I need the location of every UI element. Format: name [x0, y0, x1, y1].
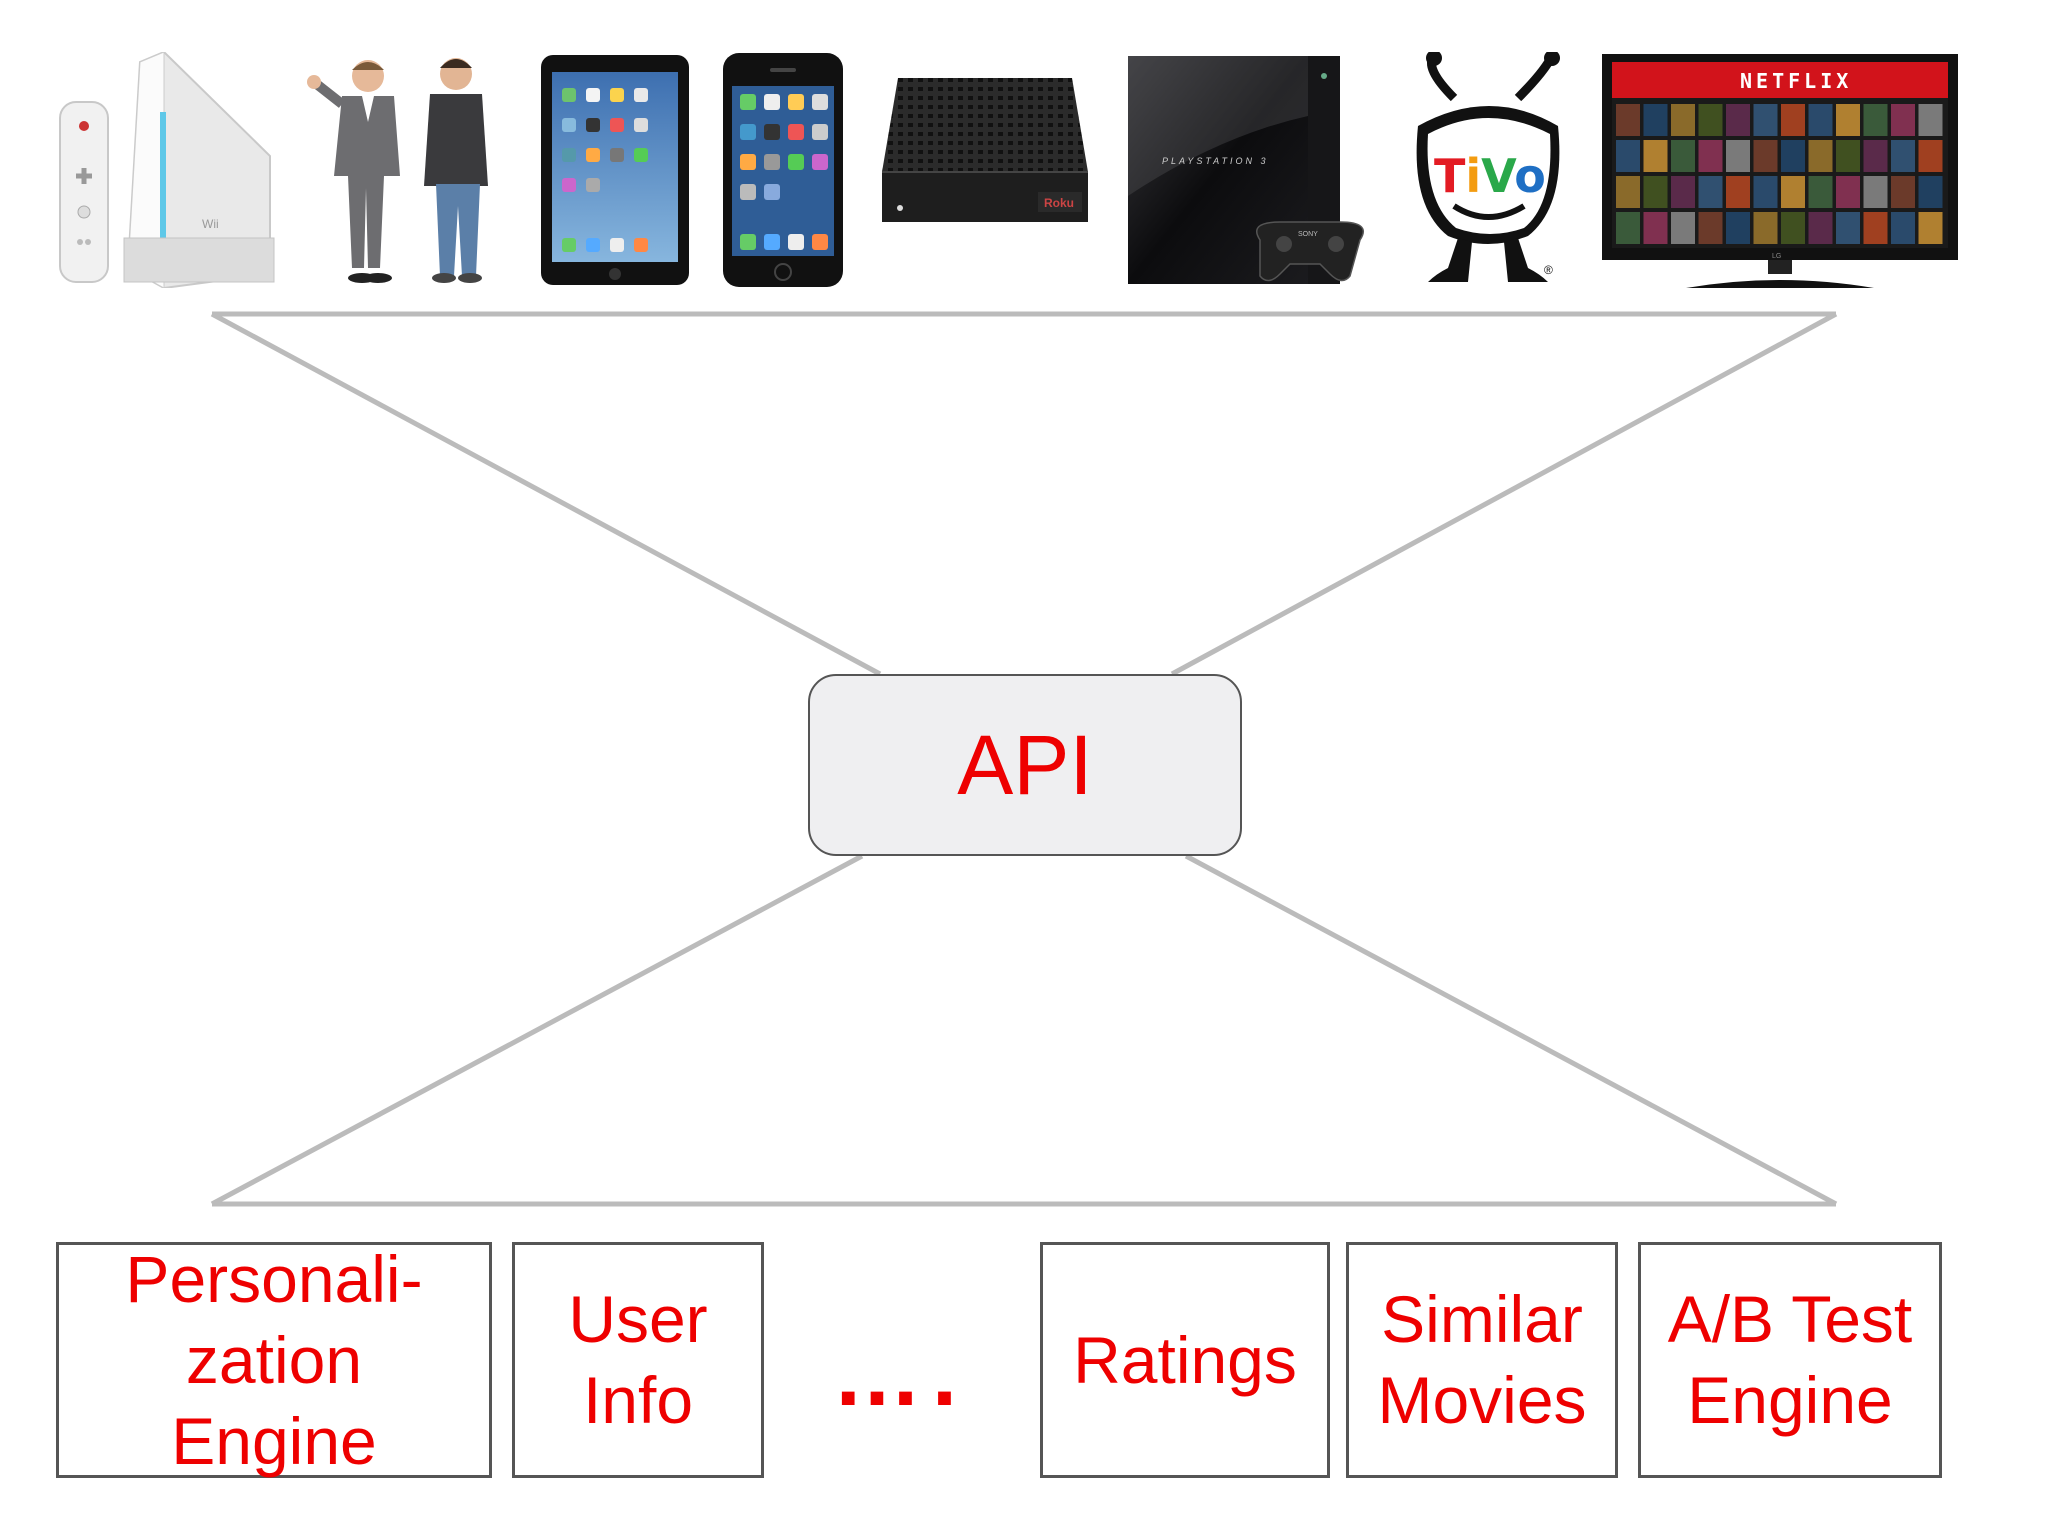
movie-poster: [1753, 104, 1778, 136]
service-label-user-info: User Info: [568, 1282, 708, 1437]
roku-box-icon: Roku: [882, 78, 1088, 222]
api-label: API: [957, 717, 1093, 812]
api-node: API: [808, 674, 1242, 856]
svg-text:TiVo: TiVo: [1434, 149, 1546, 203]
movie-poster: [1863, 176, 1888, 208]
movie-poster: [1891, 176, 1915, 208]
movie-poster: [1836, 104, 1860, 136]
movie-poster: [1808, 176, 1833, 208]
movie-poster: [1891, 104, 1915, 136]
movie-poster: [1781, 212, 1805, 244]
movie-poster: [1753, 212, 1778, 244]
movie-poster: [1863, 104, 1888, 136]
movie-poster: [1918, 176, 1943, 208]
movie-poster: [1753, 176, 1778, 208]
movie-poster: [1616, 212, 1640, 244]
movie-poster: [1836, 176, 1860, 208]
service-label-ab-test-engine: A/B Test Engine: [1667, 1282, 1913, 1437]
movie-poster: [1781, 176, 1805, 208]
movie-poster: [1808, 104, 1833, 136]
movie-poster: [1698, 212, 1723, 244]
playstation3-icon: PLAYSTATION 3 SONY: [1128, 56, 1364, 284]
svg-text:®: ®: [1544, 263, 1553, 277]
roku-text: Roku: [1044, 196, 1074, 210]
service-box-ab-test-engine: A/B Test Engine: [1638, 1242, 1942, 1478]
movie-poster: [1836, 212, 1860, 244]
movie-poster: [1643, 140, 1668, 172]
movie-poster: [1863, 140, 1888, 172]
ipad-icon: [541, 55, 689, 285]
netflix-tv-icon: NETFLIX LG: [1602, 54, 1958, 288]
wii-console-icon: Wii: [59, 52, 275, 288]
movie-poster: [1616, 140, 1640, 172]
movie-poster: [1836, 140, 1860, 172]
movie-poster: [1671, 104, 1695, 136]
service-label-similar-movies: Similar Movies: [1377, 1282, 1587, 1437]
movie-poster: [1643, 104, 1668, 136]
movie-poster: [1616, 176, 1640, 208]
movie-poster: [1643, 212, 1668, 244]
movie-poster: [1671, 176, 1695, 208]
movie-poster: [1918, 104, 1943, 136]
service-label-personalization-engine: Personali- zation Engine: [125, 1241, 423, 1478]
bottom-left-diagonal: [210, 853, 864, 1207]
ellipsis: ….: [832, 1325, 968, 1425]
movie-poster: [1726, 140, 1750, 172]
people-icon: [307, 58, 488, 283]
service-label-ratings: Ratings: [1073, 1322, 1297, 1397]
movie-poster: [1616, 104, 1640, 136]
movie-poster: [1726, 212, 1750, 244]
top-right-diagonal: [1170, 311, 1838, 677]
movie-poster: [1918, 140, 1943, 172]
movie-poster: [1808, 140, 1833, 172]
top-left-diagonal: [210, 311, 882, 677]
movie-poster: [1808, 212, 1833, 244]
service-box-ratings: Ratings: [1040, 1242, 1330, 1478]
movie-poster: [1891, 212, 1915, 244]
iphone-icon: [723, 53, 843, 287]
movie-poster: [1726, 104, 1750, 136]
wii-text: Wii: [202, 217, 219, 231]
movie-poster: [1671, 140, 1695, 172]
movie-poster: [1918, 212, 1943, 244]
movie-poster: [1698, 140, 1723, 172]
movie-poster: [1781, 140, 1805, 172]
movie-poster: [1698, 176, 1723, 208]
lg-text: LG: [1772, 253, 1781, 260]
movie-poster: [1753, 140, 1778, 172]
movie-poster: [1863, 212, 1888, 244]
sony-text: SONY: [1298, 231, 1318, 238]
tivo-logo-icon: TiVo ®: [1416, 52, 1560, 282]
service-box-user-info: User Info: [512, 1242, 764, 1478]
ps3-text: PLAYSTATION 3: [1162, 156, 1269, 166]
movie-poster: [1891, 140, 1915, 172]
service-box-personalization-engine: Personali- zation Engine: [56, 1242, 492, 1478]
movie-poster: [1781, 104, 1805, 136]
movie-poster: [1698, 104, 1723, 136]
movie-poster: [1643, 176, 1668, 208]
movie-poster: [1671, 212, 1695, 244]
bottom-right-diagonal: [1184, 853, 1838, 1207]
movie-poster: [1726, 176, 1750, 208]
service-box-similar-movies: Similar Movies: [1346, 1242, 1618, 1478]
netflix-logo-text: NETFLIX: [1740, 69, 1852, 93]
